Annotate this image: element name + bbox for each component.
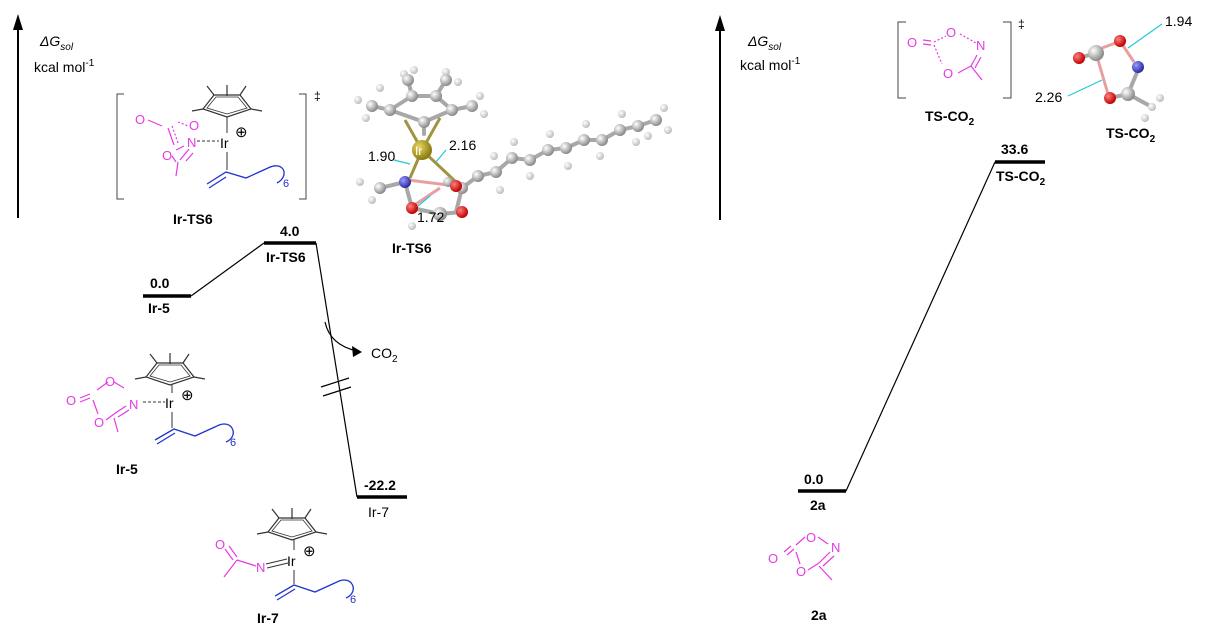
structure-ir7: Ir ⊕ O N 6 Ir-7 bbox=[215, 508, 356, 626]
level-label-ir-ts6: Ir-TS6 bbox=[266, 249, 306, 265]
structure-2a: O O O N 2a bbox=[768, 530, 840, 623]
oxygen-atom: O bbox=[105, 374, 115, 389]
structure-name-ir7: Ir-7 bbox=[257, 610, 279, 626]
oxygen-atom: O bbox=[943, 66, 953, 81]
structure-name-ts-co2: TS-CO2 bbox=[925, 108, 975, 128]
level-value-2a: 0.0 bbox=[804, 471, 824, 487]
model-metal-label: Ir bbox=[415, 144, 422, 158]
structure-name-ir-ts6: Ir-TS6 bbox=[173, 211, 213, 227]
level-value-ir5: 0.0 bbox=[150, 275, 170, 291]
model-ts-co2: 1.94 2.26 TS-CO2 bbox=[1035, 13, 1192, 145]
distance-label: 1.94 bbox=[1165, 13, 1192, 29]
acetyl-nitrene-fragment bbox=[223, 545, 257, 578]
oxygen-atom: O bbox=[768, 551, 778, 566]
right-profile-connector bbox=[845, 161, 996, 492]
model-name-ir-ts6: Ir-TS6 bbox=[392, 240, 432, 256]
ir-atom: Ir bbox=[165, 395, 174, 411]
distance-label: 2.16 bbox=[449, 137, 476, 153]
oxygen-atom: O bbox=[189, 118, 199, 133]
oxygen-atom: O bbox=[135, 112, 145, 127]
alkene-chain bbox=[274, 579, 354, 601]
structure-name-2a: 2a bbox=[811, 607, 827, 623]
ts-bracket-right bbox=[1003, 21, 1012, 99]
level-value-ts-co2: 33.6 bbox=[1001, 141, 1028, 157]
level-label-ir7: Ir-7 bbox=[368, 504, 389, 520]
structure-ir5: Ir ⊕ O O O N 6 Ir-5 bbox=[66, 353, 236, 477]
model-name-ts-co2: TS-CO2 bbox=[1106, 125, 1156, 145]
right-axis-label: ΔGsol bbox=[747, 33, 782, 53]
cationic-charge: ⊕ bbox=[235, 124, 248, 141]
ts-bracket-left bbox=[897, 21, 906, 99]
nitrogen-atom: N bbox=[976, 38, 985, 53]
ir-atom: Ir bbox=[220, 135, 229, 151]
chain-repeat-label: 6 bbox=[283, 178, 289, 190]
oxygen-atom: O bbox=[946, 25, 956, 40]
chain-repeat-label: 6 bbox=[350, 594, 356, 606]
oxygen-atom: O bbox=[94, 415, 104, 430]
oxygen-atom: O bbox=[907, 35, 917, 50]
left-axis-label: ΔGsol bbox=[39, 33, 74, 53]
nitrogen-atom: N bbox=[256, 560, 265, 575]
co2-release-label: CO2 bbox=[371, 345, 398, 365]
ts-bracket-right bbox=[299, 93, 307, 200]
cationic-charge: ⊕ bbox=[303, 543, 316, 560]
level-value-ir-ts6: 4.0 bbox=[280, 223, 300, 239]
structure-ir-ts6: ‡ Ir ⊕ O O O N bbox=[116, 85, 321, 227]
level-label-ir5: Ir-5 bbox=[148, 300, 170, 316]
distance-label: 1.90 bbox=[368, 148, 395, 164]
chain-repeat-label: 6 bbox=[230, 437, 236, 449]
cp-star-ligand bbox=[134, 353, 206, 386]
cp-star-ligand bbox=[256, 508, 328, 541]
structure-name-ir5: Ir-5 bbox=[116, 461, 138, 477]
level-label-2a: 2a bbox=[810, 497, 826, 513]
ts-bracket-left bbox=[116, 93, 124, 200]
alkene-chain bbox=[154, 423, 234, 445]
dioxazolone-fragment bbox=[79, 381, 130, 433]
oxygen-atom: O bbox=[162, 148, 172, 163]
nitrogen-atom: N bbox=[187, 135, 196, 150]
oxygen-atom: O bbox=[215, 537, 225, 552]
level-value-ir7: -22.2 bbox=[364, 477, 396, 493]
left-profile-connectors bbox=[190, 242, 358, 498]
nitrogen-atom: N bbox=[129, 397, 138, 412]
cp-star-ligand bbox=[191, 85, 263, 118]
model-ir-ts6: Ir 1.90 2.16 1.72 Ir-TS6 bbox=[354, 66, 672, 256]
dioxazolone-fragment bbox=[147, 119, 194, 177]
structure-ts-co2: ‡ O O O N TS-CO2 bbox=[897, 17, 1025, 128]
nitrogen-atom: N bbox=[831, 540, 840, 555]
ts-mark-ts-co2: ‡ bbox=[1018, 17, 1025, 31]
left-energy-axis bbox=[13, 14, 23, 218]
ts-mark-ir-ts6: ‡ bbox=[314, 89, 321, 103]
co2-release-arrowhead bbox=[352, 346, 362, 357]
ir-atom: Ir bbox=[287, 553, 296, 569]
alkene-chain bbox=[206, 165, 285, 189]
right-energy-axis bbox=[715, 15, 725, 220]
distance-label: 1.72 bbox=[417, 209, 444, 225]
oxygen-atom: O bbox=[806, 530, 816, 545]
right-axis-unit: kcal mol-1 bbox=[740, 56, 801, 73]
cationic-charge: ⊕ bbox=[181, 387, 194, 404]
oxygen-atom: O bbox=[66, 393, 76, 408]
distance-label: 2.26 bbox=[1035, 89, 1062, 105]
level-label-ts-co2: TS-CO2 bbox=[996, 168, 1046, 188]
oxygen-atom: O bbox=[796, 564, 806, 579]
left-axis-unit: kcal mol-1 bbox=[34, 58, 95, 75]
